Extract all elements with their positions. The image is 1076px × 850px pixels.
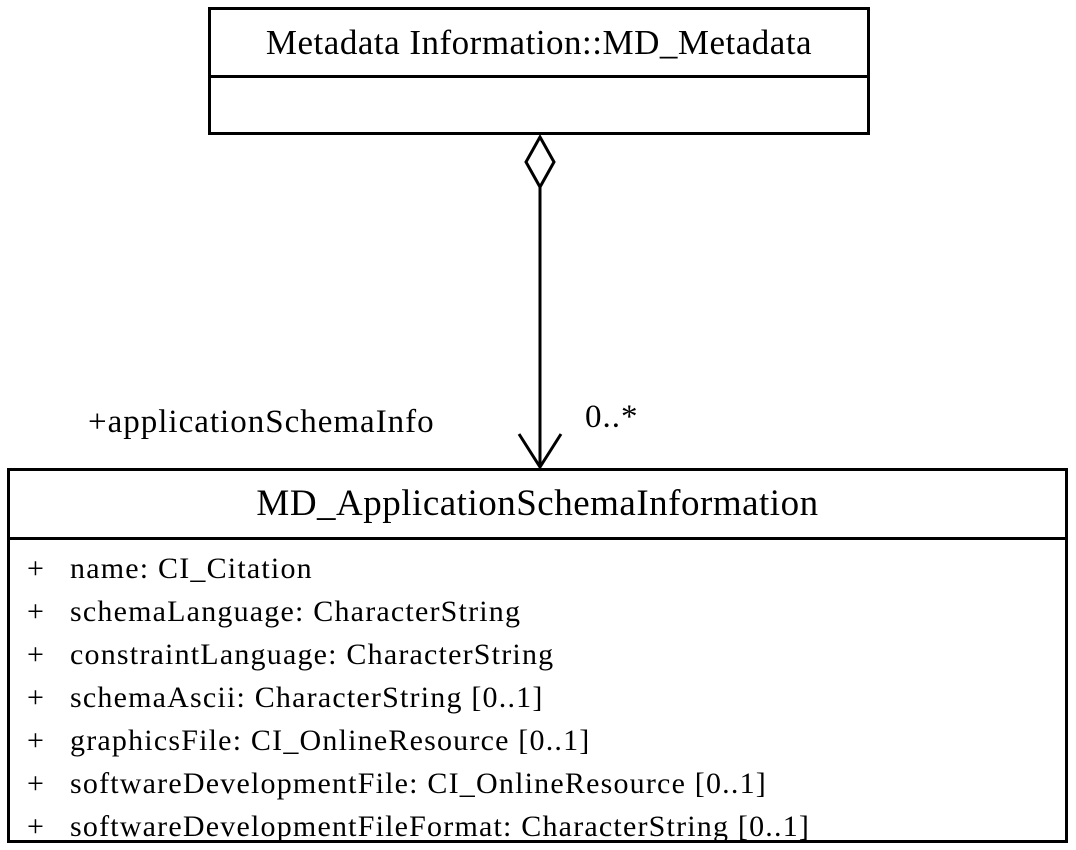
association-multiplicity-label: 0..* [585, 399, 639, 435]
attribute-visibility: + [27, 724, 46, 757]
attribute-row: + constraintLanguage: CharacterString [10, 633, 1065, 676]
attribute-visibility: + [27, 810, 46, 843]
attribute-text: schemaLanguage: CharacterString [70, 595, 522, 628]
attribute-visibility: + [27, 767, 46, 800]
attribute-text: schemaAscii: CharacterString [0..1] [70, 681, 544, 714]
attribute-row: + name: CI_Citation [10, 547, 1065, 590]
child-class-box: MD_ApplicationSchemaInformation + name: C… [7, 468, 1068, 843]
attribute-row: + schemaLanguage: CharacterString [10, 590, 1065, 633]
attribute-visibility: + [27, 638, 46, 671]
parent-class-attributes-compartment [211, 78, 867, 132]
parent-class-title: Metadata Information::MD_Metadata [211, 10, 867, 78]
attribute-row: + graphicsFile: CI_OnlineResource [0..1] [10, 719, 1065, 762]
attribute-row: + softwareDevelopmentFile: CI_OnlineResou… [10, 762, 1065, 805]
attribute-row: + softwareDevelopmentFileFormat: Characte… [10, 805, 1065, 848]
child-class-title: MD_ApplicationSchemaInformation [10, 471, 1065, 540]
attribute-visibility: + [27, 552, 46, 585]
attribute-row: + schemaAscii: CharacterString [0..1] [10, 676, 1065, 719]
child-class-attributes-compartment: + name: CI_Citation + schemaLanguage: Char… [10, 540, 1065, 848]
association-role-label: +applicationSchemaInfo [88, 404, 435, 440]
attribute-visibility: + [27, 681, 46, 714]
attribute-text: name: CI_Citation [70, 552, 313, 585]
parent-class-box: Metadata Information::MD_Metadata [208, 7, 870, 135]
attribute-text: softwareDevelopmentFileFormat: Character… [70, 810, 811, 843]
open-arrowhead-icon [517, 433, 563, 469]
association-connector [517, 135, 563, 469]
attribute-text: graphicsFile: CI_OnlineResource [0..1] [70, 724, 591, 757]
attribute-visibility: + [27, 595, 46, 628]
attribute-text: softwareDevelopmentFile: CI_OnlineResour… [70, 767, 767, 800]
attribute-text: constraintLanguage: CharacterString [70, 638, 555, 671]
aggregation-diamond-icon [524, 135, 556, 191]
